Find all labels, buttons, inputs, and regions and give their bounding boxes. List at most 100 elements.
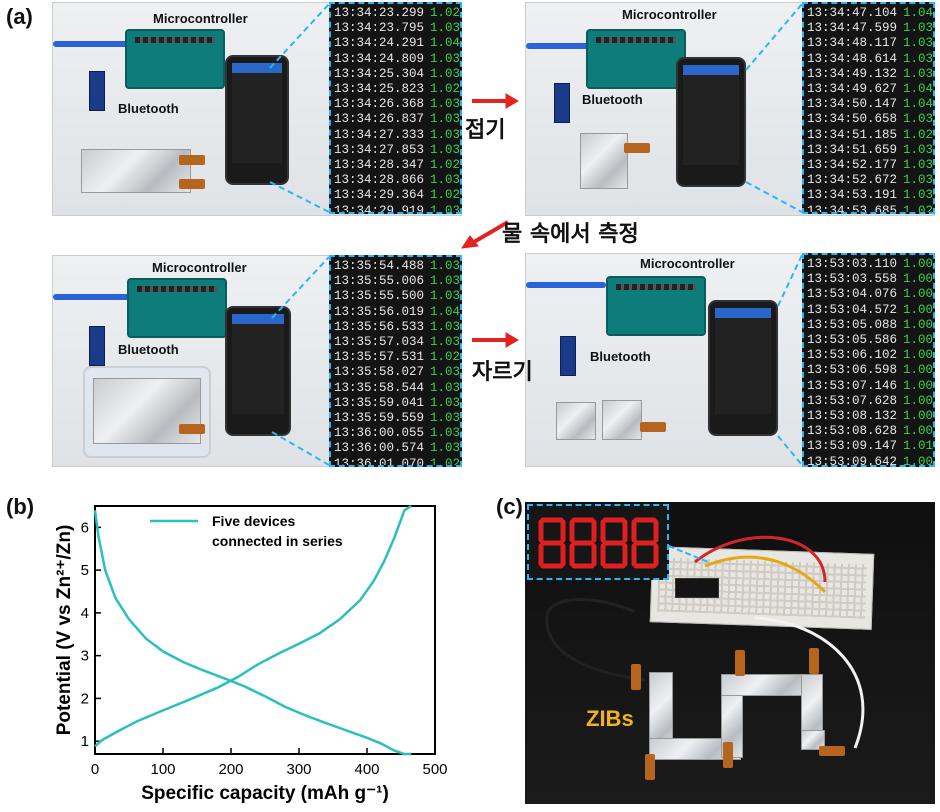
log-voltage: 1.03: [430, 21, 461, 36]
log-row: 13:53:03.558 1.00: [804, 272, 933, 287]
log-time: 13:34:24.291: [334, 36, 425, 51]
log-voltage: 1.03: [430, 426, 461, 441]
log-time: 13:34:50.147: [807, 97, 898, 112]
wires-and-electrodes: [545, 535, 865, 749]
log-time: 13:53:04.572: [807, 302, 898, 317]
bluetooth-module: [560, 336, 576, 376]
plot-frame: [94, 505, 436, 755]
log-voltage: 1.02: [903, 203, 934, 214]
y-tick-label: 2: [81, 690, 89, 707]
log-voltage: 1.04: [430, 304, 461, 319]
log-time: 13:34:23.299: [334, 6, 425, 20]
log-time: 13:34:47.104: [807, 6, 898, 20]
log-time: 13:34:49.132: [807, 66, 898, 81]
log-voltage: 1.00: [903, 393, 934, 408]
microcontroller-board: [586, 29, 686, 89]
small-display: [675, 578, 719, 598]
log-time: 13:35:54.488: [334, 259, 425, 273]
log-voltage: 1.02: [430, 456, 461, 467]
log-time: 13:35:55.006: [334, 274, 425, 289]
log-voltage: 1.03: [903, 21, 934, 36]
bluetooth-module: [89, 326, 105, 366]
phone: [676, 57, 746, 187]
log-voltage: 1.03: [903, 173, 934, 188]
log-voltage: 1.03: [903, 158, 934, 173]
phone: [708, 300, 778, 436]
log-time: 13:53:09.642: [807, 454, 898, 467]
log-voltage: 1.02: [903, 127, 934, 142]
log-time: 13:34:25.823: [334, 82, 425, 97]
series-line-2: [94, 504, 412, 748]
log-time: 13:34:27.333: [334, 127, 425, 142]
log-time: 13:34:29.919: [334, 203, 425, 214]
zib-foil: [81, 149, 191, 193]
log-time: 13:34:52.672: [807, 173, 898, 188]
log-time: 13:34:48.117: [807, 36, 898, 51]
log-row: 13:34:47.599 1.03: [804, 21, 933, 36]
x-tick-label: 300: [286, 761, 311, 778]
phone: [225, 55, 289, 185]
log-time: 13:35:55.500: [334, 289, 425, 304]
log-voltage: 1.02: [430, 188, 461, 203]
log-voltage: 1.02: [430, 6, 461, 20]
log-time: 13:53:09.147: [807, 439, 898, 454]
label-microcontroller: Microcontroller: [622, 7, 717, 22]
log-time: 13:53:03.558: [807, 272, 898, 287]
log-time: 13:35:56.533: [334, 319, 425, 334]
x-tick-label: 400: [354, 761, 379, 778]
log-voltage: 1.00: [903, 302, 934, 317]
log-time: 13:53:05.088: [807, 317, 898, 332]
log-voltage: 1.03: [430, 66, 461, 81]
bluetooth-module: [89, 71, 105, 111]
legend-line-1: Five devices: [212, 513, 295, 529]
log-time: 13:34:47.599: [807, 21, 898, 36]
log-voltage: 1.00: [903, 257, 934, 271]
log-time: 13:34:48.614: [807, 51, 898, 66]
log-voltage: 1.03: [430, 142, 461, 157]
log-row: 13:34:23.299 1.02: [331, 6, 460, 21]
step-underwater: 물 속에서 측정: [502, 222, 639, 247]
y-tick-label: 6: [81, 519, 89, 536]
log-time: 13:35:58.027: [334, 365, 425, 380]
x-axis-label: Specific capacity (mAh g⁻¹): [141, 783, 389, 804]
y-tick-label: 4: [81, 605, 89, 622]
microcontroller-board: [606, 276, 706, 336]
log-voltage: 1.03: [430, 51, 461, 66]
log-voltage: 1.00: [903, 272, 934, 287]
zib-foil-folded: [580, 133, 628, 189]
panel-label-b: (b): [6, 494, 35, 519]
log-time: 13:34:49.627: [807, 82, 898, 97]
log-time: 13:35:59.041: [334, 395, 425, 410]
log-time: 13:34:24.809: [334, 51, 425, 66]
log-time: 13:35:57.531: [334, 350, 425, 365]
log-time: 13:53:04.076: [807, 287, 898, 302]
log-voltage: 1.03: [430, 127, 461, 142]
log-time: 13:35:58.544: [334, 380, 425, 395]
log-time: 13:34:51.185: [807, 127, 898, 142]
log-time: 13:34:26.368: [334, 97, 425, 112]
log-row: 13:34:51.185 1.02: [804, 128, 933, 143]
log-voltage: 1.00: [903, 287, 934, 302]
log-voltage: 1.00: [903, 378, 934, 393]
log-time: 13:53:05.586: [807, 333, 898, 348]
zib-piece-2: [602, 400, 642, 440]
label-microcontroller: Microcontroller: [152, 260, 247, 275]
log-time: 13:34:52.177: [807, 158, 898, 173]
